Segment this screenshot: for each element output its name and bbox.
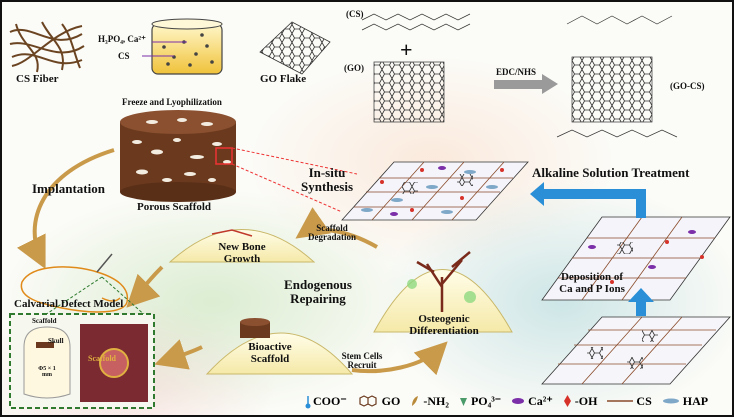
inset-skull-label: Skull: [48, 337, 64, 345]
new-bone-dome: [168, 229, 316, 263]
legend-item-hap: HAP: [662, 394, 708, 409]
edc-arrow: [494, 74, 558, 94]
gold-arrows: [16, 148, 448, 376]
porous-scaffold-graphic: [120, 110, 236, 202]
deposition-label: Deposition of Ca and P Ions: [559, 271, 625, 295]
implantation-label: Implantation: [32, 181, 105, 196]
cs-line-icon: [607, 400, 634, 402]
inset-dim-label: Φ5 × 1 mm: [38, 366, 56, 379]
cs-fiber-label: CS Fiber: [16, 73, 59, 85]
legend-label: -OH: [574, 393, 598, 408]
go-flake-label: GO Flake: [260, 73, 307, 85]
legend-icons: [305, 396, 311, 409]
mix-cs-label: CS: [118, 51, 130, 61]
po4-icon: [459, 398, 467, 406]
stem-cells-label: Stem Cells Recruit: [341, 351, 383, 371]
plus-sign: +: [400, 37, 413, 62]
porous-scaffold-label: Porous Scaffold: [137, 201, 212, 213]
oh-icon: [563, 395, 571, 407]
legend-item-coo: COO⁻: [302, 394, 347, 409]
blue-arrows: [530, 182, 654, 316]
mix-formula-label: H₃PO₄, Ca²⁺: [98, 34, 146, 44]
bioactive-dome: [205, 318, 354, 375]
cs-tag: (CS): [346, 9, 364, 19]
legend-label: GO: [381, 393, 401, 408]
legend-label: PO₄³⁻: [470, 393, 502, 408]
calvarial-label: Calvarial Defect Model: [14, 298, 124, 310]
scaffold-degradation-label: Scaffold Degradation: [308, 223, 356, 243]
insitu-lattice: [341, 161, 529, 221]
bioactive-label: Bioactive Scaffold: [248, 341, 292, 365]
ca-icon: [512, 398, 525, 404]
legend-label: CS: [636, 393, 652, 408]
legend-item-go: GO: [357, 393, 401, 409]
new-bone-label: New Bone Growth: [218, 241, 266, 265]
chem-structures: [361, 13, 678, 138]
edc-label: EDC/NHS: [496, 67, 537, 77]
inset-scaffold2-label: Scaffold: [88, 354, 116, 363]
legend-item-nh2: -NH₂: [410, 394, 449, 409]
endogenous-label: Endogenous Repairing: [284, 277, 352, 306]
deposition-lattice: [541, 216, 731, 301]
legend-label: -NH₂: [423, 393, 449, 408]
alkaline-label: Alkaline Solution Treatment: [532, 165, 690, 180]
legend-label: COO⁻: [313, 393, 347, 408]
osteogenic-label: Osteogenic Differentiation: [409, 313, 479, 337]
legend-item-ca: Ca²⁺: [511, 394, 553, 409]
coo-icon: [305, 396, 311, 409]
hap-icon: [662, 398, 679, 404]
beaker-graphic: [142, 18, 223, 75]
legend-label: HAP: [682, 393, 709, 408]
inset-scaffold-label: Scaffold: [32, 317, 57, 325]
osteogenic-dome: [373, 251, 513, 333]
nh2-icon: [412, 396, 419, 406]
calvarial-inset: [9, 313, 155, 409]
go-flake-graphic: [259, 21, 331, 75]
cs-fiber-graphic: [9, 21, 85, 73]
gocs-tag: (GO-CS): [670, 81, 705, 91]
skull-outline: [20, 266, 129, 313]
go-tag: (GO): [344, 63, 364, 73]
legend-item-oh: -OH: [563, 393, 598, 409]
legend: COO⁻ GO -NH₂ PO₄³⁻ Ca²⁺: [302, 388, 732, 414]
base-lattice: [541, 316, 731, 385]
go-icon: [359, 395, 377, 407]
legend-item-po4: PO₄³⁻: [459, 394, 501, 409]
insitu-label: In-situ Synthesis: [300, 165, 354, 194]
freeze-label: Freeze and Lyophilization: [122, 97, 222, 107]
legend-item-cs: CS: [607, 393, 652, 409]
legend-label: Ca²⁺: [528, 393, 553, 408]
